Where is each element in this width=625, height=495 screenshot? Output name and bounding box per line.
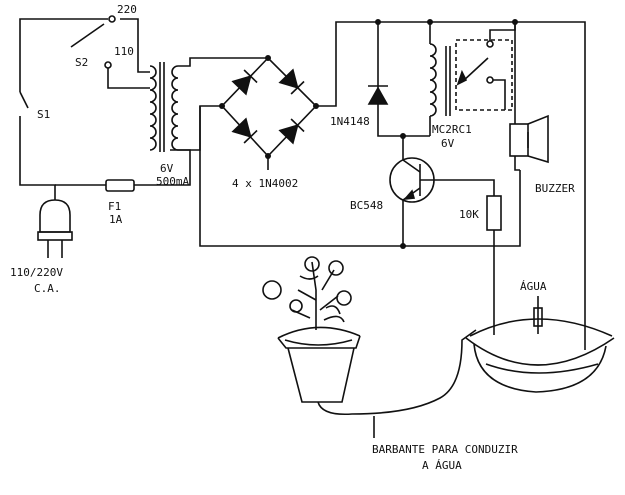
label-transformer-current: 500mA bbox=[156, 175, 189, 188]
label-s1: S1 bbox=[37, 108, 50, 121]
fuse-f1 bbox=[105, 179, 135, 192]
resistor-10k bbox=[486, 195, 502, 335]
bridge-rectifier bbox=[219, 55, 319, 170]
switch-s2 bbox=[70, 15, 116, 69]
transistor-bc548 bbox=[389, 136, 495, 246]
label-transformer-voltage: 6V bbox=[160, 162, 174, 175]
label-transistor: BC548 bbox=[350, 199, 383, 212]
relay-mc2rc1 bbox=[429, 22, 516, 136]
power-plug bbox=[37, 199, 73, 258]
water-bowl bbox=[465, 296, 615, 393]
label-buzzer: BUZZER bbox=[535, 182, 575, 195]
plant bbox=[262, 256, 352, 330]
label-relay-voltage: 6V bbox=[441, 137, 455, 150]
label-relay: MC2RC1 bbox=[432, 123, 472, 136]
switch-s1 bbox=[19, 91, 29, 130]
flower-pot bbox=[277, 326, 361, 403]
mains-wiring bbox=[19, 18, 191, 200]
label-bridge: 4 x 1N4002 bbox=[232, 177, 298, 190]
label-diode: 1N4148 bbox=[330, 115, 370, 128]
label-resistor: 10K bbox=[459, 208, 479, 221]
string-wick bbox=[317, 329, 477, 438]
label-water: ÁGUA bbox=[520, 280, 547, 293]
label-220: 220 bbox=[117, 3, 137, 16]
label-fuse: F1 bbox=[108, 200, 121, 213]
label-note-line1: BARBANTE PARA CONDUZIR bbox=[372, 443, 518, 456]
buzzer bbox=[509, 22, 549, 171]
label-mains-voltage: 110/220V bbox=[10, 266, 63, 279]
label-fuse-rating: 1A bbox=[109, 213, 123, 226]
label-note-line2: A ÁGUA bbox=[422, 459, 462, 472]
label-mains-ac: C.A. bbox=[34, 282, 61, 295]
label-110: 110 bbox=[114, 45, 134, 58]
label-s2: S2 bbox=[75, 56, 88, 69]
diode-1n4148 bbox=[367, 22, 430, 139]
dc-bus bbox=[199, 19, 586, 310]
